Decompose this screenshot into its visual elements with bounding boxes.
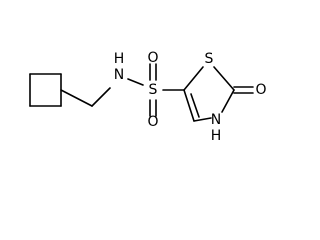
bond-ch2-to-n xyxy=(91,87,111,107)
atom-label-ring-h: H xyxy=(211,128,222,144)
bond-n-to-s xyxy=(127,78,144,86)
atom-label-sulfonyl-o-bottom: O xyxy=(147,114,158,130)
atom-label-amide-h: H xyxy=(114,51,125,67)
molecule-structure-diagram: N H S O O S O N H xyxy=(29,50,267,144)
bond-c5-s1 xyxy=(183,66,204,91)
bond-ring-to-ch2 xyxy=(60,89,93,107)
atom-label-amide-n: N xyxy=(114,67,124,83)
bond-c4-c5-a xyxy=(183,89,195,122)
thiazolone-ring xyxy=(183,66,235,122)
atom-label-carbonyl-o: O xyxy=(255,82,266,98)
atom-label-ring-n: N xyxy=(211,112,221,128)
bond-s1-c2 xyxy=(213,66,235,91)
atom-label-sulfonyl-s: S xyxy=(149,82,158,98)
bond-c2-n3 xyxy=(221,89,235,113)
cyclobutyl-ring xyxy=(29,73,62,107)
atom-label-ring-s: S xyxy=(205,51,214,67)
atom-label-sulfonyl-o-top: O xyxy=(147,50,158,66)
bond-n3-c4 xyxy=(193,117,212,122)
bond-c4-c5-b xyxy=(190,93,200,118)
